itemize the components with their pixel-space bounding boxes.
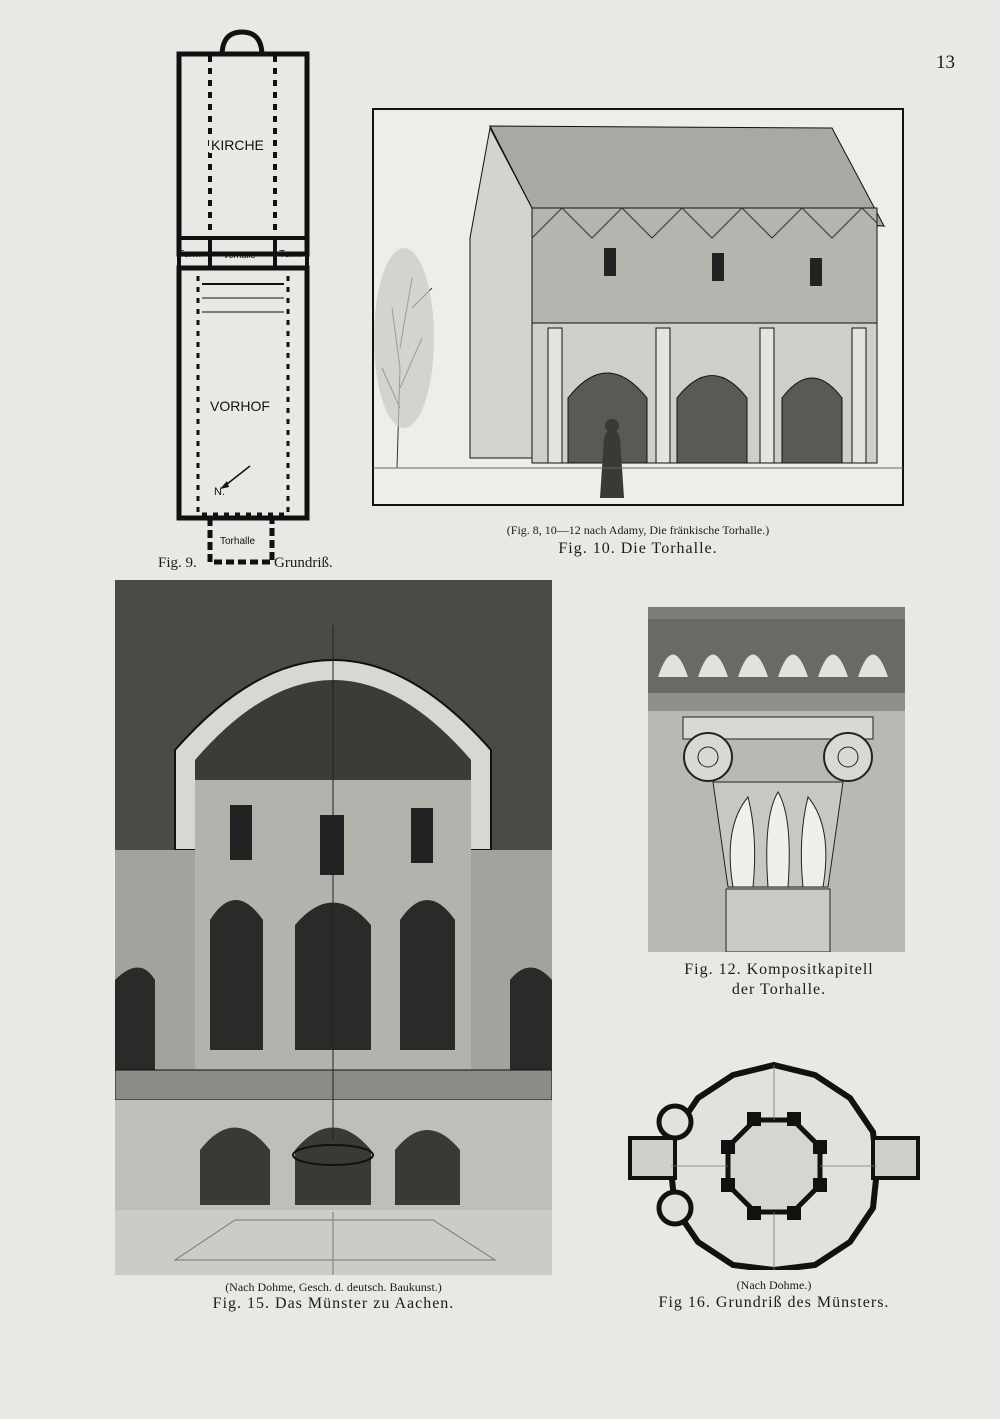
fig16-caption: Fig 16. Grundriß des Münsters. bbox=[658, 1294, 890, 1311]
page-number: 13 bbox=[936, 52, 955, 73]
fig12-capital-illustration bbox=[648, 607, 905, 952]
fig9-floor-plan bbox=[176, 29, 310, 565]
label-torhalle: Torhalle bbox=[220, 536, 256, 547]
fig12-caption-line1: Fig. 12. Kompositkapitell bbox=[684, 961, 874, 978]
label-turm-left: Turm bbox=[178, 249, 201, 260]
fig12-caption: Fig. 12. Kompositkapitell der Torhalle. bbox=[648, 960, 910, 1000]
label-vorhalle: Vorhalle bbox=[223, 250, 256, 260]
fig16-cathedral-plan bbox=[628, 1061, 920, 1270]
fig10-caption: Fig. 10. Die Torhalle. bbox=[558, 540, 718, 557]
fig15-source: (Nach Dohme, Gesch. d. deutsch. Baukunst… bbox=[225, 1280, 442, 1294]
label-kirche: KIRCHE bbox=[209, 137, 266, 153]
fig10-source: (Fig. 8, 10—12 nach Adamy, Die fränkisch… bbox=[506, 523, 770, 537]
fig15-caption: Fig. 15. Das Münster zu Aachen. bbox=[212, 1295, 455, 1312]
label-turm-right: Turm bbox=[279, 249, 302, 260]
fig10-gatehouse-illustration bbox=[372, 108, 904, 506]
fig15-cathedral-interior-illustration bbox=[115, 580, 552, 1275]
label-north: N. bbox=[214, 486, 225, 498]
fig12-caption-line2: der Torhalle. bbox=[731, 981, 827, 998]
label-vorhof: VORHOF bbox=[208, 398, 272, 414]
fig9-caption-text: Grundriß. bbox=[274, 555, 333, 571]
fig16-source: (Nach Dohme.) bbox=[736, 1278, 812, 1292]
fig9-caption-number: Fig. 9. bbox=[158, 555, 197, 571]
